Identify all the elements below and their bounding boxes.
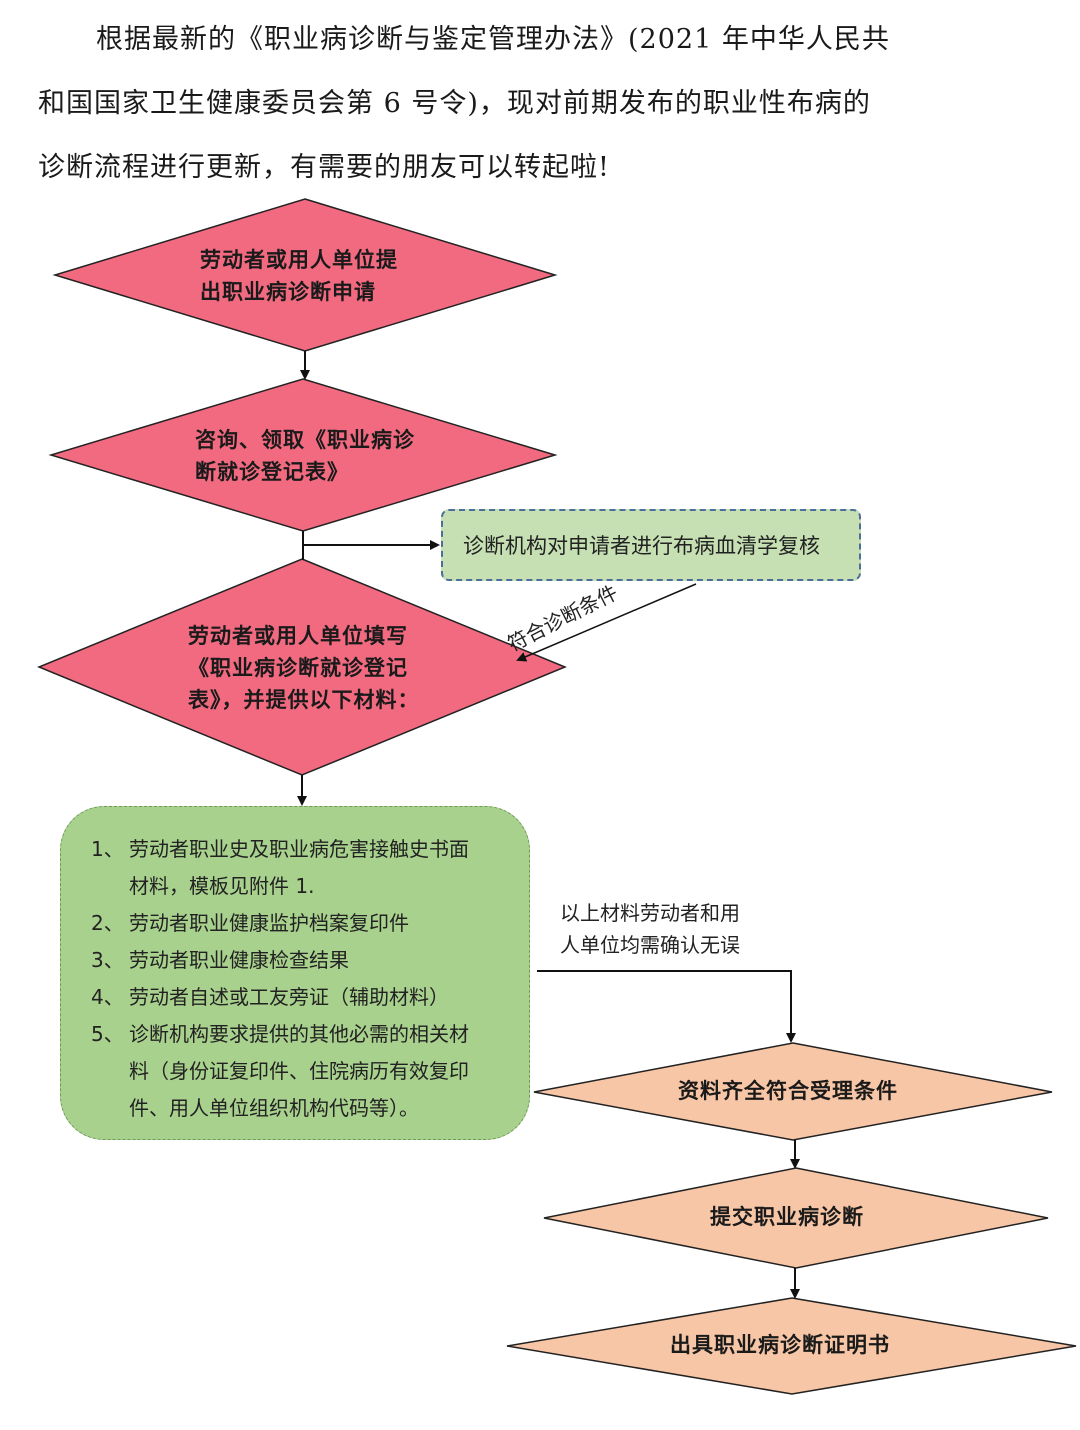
arrow-materials-step4 <box>537 970 796 1043</box>
material-num-3: 3、 <box>91 948 124 972</box>
material-num-2: 2、 <box>91 911 124 935</box>
confirmation-line-2: 人单位均需确认无误 <box>560 933 740 957</box>
confirmation-line-1: 以上材料劳动者和用 <box>560 901 740 925</box>
step3-label: 劳动者或用人单位填写 《职业病诊断就诊登记 表》，并提供以下材料： <box>188 620 420 716</box>
step5-label: 提交职业病诊断 <box>710 1204 864 1229</box>
material-item-5: 5、 诊断机构要求提供的其他必需的相关材 料（身份证复印件、住院病历有效复印 件… <box>91 1016 511 1127</box>
step1-line-2: 出职业病诊断申请 <box>200 279 376 304</box>
intro-line-3: 诊断流程进行更新，有需要的朋友可以转起啦! <box>38 152 610 183</box>
arrow-serology-to-step3 <box>516 583 697 662</box>
material-num-5: 5、 <box>91 1022 124 1046</box>
material-item-3: 3、 劳动者职业健康检查结果 <box>91 942 511 979</box>
material-num-4: 4、 <box>91 985 124 1009</box>
material-num-1: 1、 <box>91 837 124 861</box>
serology-review-text: 诊断机构对申请者进行布病血清学复核 <box>463 534 820 558</box>
diamond-step4 <box>533 1042 1053 1141</box>
material-text-3: 劳动者职业健康检查结果 <box>129 948 349 972</box>
intro-line-1: 根据最新的《职业病诊断与鉴定管理办法》(2021 年中华人民共 <box>96 24 890 55</box>
step1-label: 劳动者或用人单位提 出职业病诊断申请 <box>200 244 398 308</box>
confirmation-note: 以上材料劳动者和用 人单位均需确认无误 <box>560 897 740 961</box>
step3-line-1: 劳动者或用人单位填写 <box>188 623 408 648</box>
serology-review-box: 诊断机构对申请者进行布病血清学复核 <box>441 509 861 581</box>
intro-line-2: 和国国家卫生健康委员会第 6 号令)，现对前期发布的职业性布病的 <box>38 88 871 119</box>
intro-paragraph: 根据最新的《职业病诊断与鉴定管理办法》(2021 年中华人民共 和国国家卫生健康… <box>38 8 918 200</box>
material-item-4: 4、 劳动者自述或工友旁证（辅助材料） <box>91 979 511 1016</box>
materials-box: 1、 劳动者职业史及职业病危害接触史书面 材料，模板见附件 1. 2、 劳动者职… <box>60 806 530 1140</box>
step3-line-2: 《职业病诊断就诊登记 <box>188 655 408 680</box>
material-item-1: 1、 劳动者职业史及职业病危害接触史书面 材料，模板见附件 1. <box>91 831 511 905</box>
material-text-5: 诊断机构要求提供的其他必需的相关材 料（身份证复印件、住院病历有效复印 件、用人… <box>129 1022 469 1120</box>
material-text-4: 劳动者自述或工友旁证（辅助材料） <box>129 985 449 1009</box>
diamond-step6 <box>506 1297 1077 1395</box>
step2-label: 咨询、领取《职业病诊 断就诊登记表》 <box>195 424 415 488</box>
step3-line-3: 表》，并提供以下材料： <box>188 687 420 712</box>
step2-line-1: 咨询、领取《职业病诊 <box>195 427 415 452</box>
material-text-1: 劳动者职业史及职业病危害接触史书面 材料，模板见附件 1. <box>129 837 469 898</box>
step6-label: 出具职业病诊断证明书 <box>670 1332 890 1357</box>
step2-line-2: 断就诊登记表》 <box>195 459 349 484</box>
step1-line-1: 劳动者或用人单位提 <box>200 247 398 272</box>
step4-label: 资料齐全符合受理条件 <box>678 1078 898 1103</box>
material-text-2: 劳动者职业健康监护档案复印件 <box>129 911 409 935</box>
material-item-2: 2、 劳动者职业健康监护档案复印件 <box>91 905 511 942</box>
